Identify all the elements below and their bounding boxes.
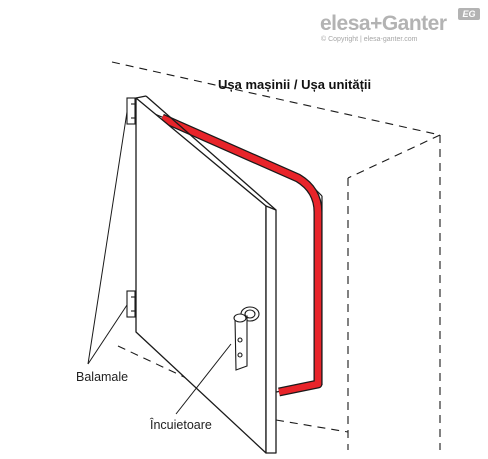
latch-lock [233,306,260,371]
diagram-title: Ușa mașinii / Ușa unității [218,77,372,92]
brand-name-right: Ganter [381,12,447,35]
brand-badge: EG [458,8,480,20]
brand-name-plus: + [370,12,382,35]
brand-name-left: elesa [320,12,371,35]
brand-logo: elesa+Ganter EG [318,8,484,48]
seal-profile [160,113,323,397]
label-hinges: Balamale [76,370,129,384]
label-lock: Încuietoare [150,418,212,432]
door-panel [135,95,277,454]
hinge-bottom [126,290,136,318]
copyright-text: © Copyright | elesa-ganter.com [321,36,418,43]
hinge-top [126,97,136,125]
brand-wordmark: elesa+Ganter [320,12,447,36]
leader-lines [87,111,232,415]
